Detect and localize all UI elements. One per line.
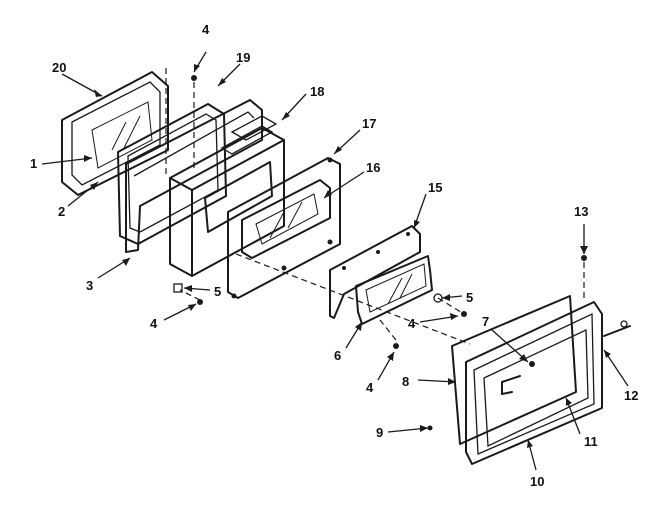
callout-13: 13 bbox=[574, 204, 588, 219]
callout-11: 11 bbox=[584, 434, 598, 449]
part-8-outer-panel bbox=[451, 295, 577, 445]
callout-18: 18 bbox=[310, 84, 324, 99]
screw-9 bbox=[427, 425, 433, 431]
callout-4-top: 4 bbox=[202, 22, 210, 37]
callout-9: 9 bbox=[376, 425, 383, 440]
leader-lines bbox=[41, 51, 629, 471]
screw-4-top bbox=[191, 75, 197, 81]
screw-4-left bbox=[197, 299, 203, 305]
assembly-lines bbox=[165, 68, 585, 345]
part-18-insulation-box bbox=[169, 115, 285, 277]
part-17-inner-panel bbox=[227, 157, 341, 299]
callout-10: 10 bbox=[530, 474, 544, 489]
callout-7: 7 bbox=[482, 314, 489, 329]
callout-8: 8 bbox=[402, 374, 409, 389]
callout-4-mid: 4 bbox=[408, 316, 416, 331]
clip-5-left bbox=[173, 283, 183, 293]
callout-5-right: 5 bbox=[466, 290, 473, 305]
part-15-glass-frame bbox=[329, 225, 421, 319]
part-10-outer-door bbox=[465, 301, 603, 465]
screw-13 bbox=[581, 255, 587, 261]
callout-5-left: 5 bbox=[214, 284, 221, 299]
callout-1: 1 bbox=[30, 156, 37, 171]
callout-15: 15 bbox=[428, 180, 442, 195]
part-3-seal bbox=[125, 99, 263, 253]
callout-17: 17 bbox=[362, 116, 376, 131]
part-19-gasket bbox=[117, 103, 227, 245]
callout-16: 16 bbox=[366, 160, 380, 175]
callout-20: 20 bbox=[52, 60, 66, 75]
callout-4-lower: 4 bbox=[366, 380, 374, 395]
callout-12: 12 bbox=[624, 388, 638, 403]
callout-6: 6 bbox=[334, 348, 341, 363]
callout-2: 2 bbox=[58, 204, 65, 219]
part-16-inner-glass bbox=[241, 179, 331, 259]
callout-4-left: 4 bbox=[150, 316, 158, 331]
callout-19: 19 bbox=[236, 50, 250, 65]
callout-3: 3 bbox=[86, 278, 93, 293]
screw-4-lower bbox=[393, 343, 399, 349]
part-12-handle bbox=[603, 320, 631, 337]
callout-labels: 20 19 18 17 16 15 1 2 3 4 5 4 5 4 6 4 7 … bbox=[30, 22, 638, 489]
part-20-door-liner bbox=[61, 71, 169, 196]
